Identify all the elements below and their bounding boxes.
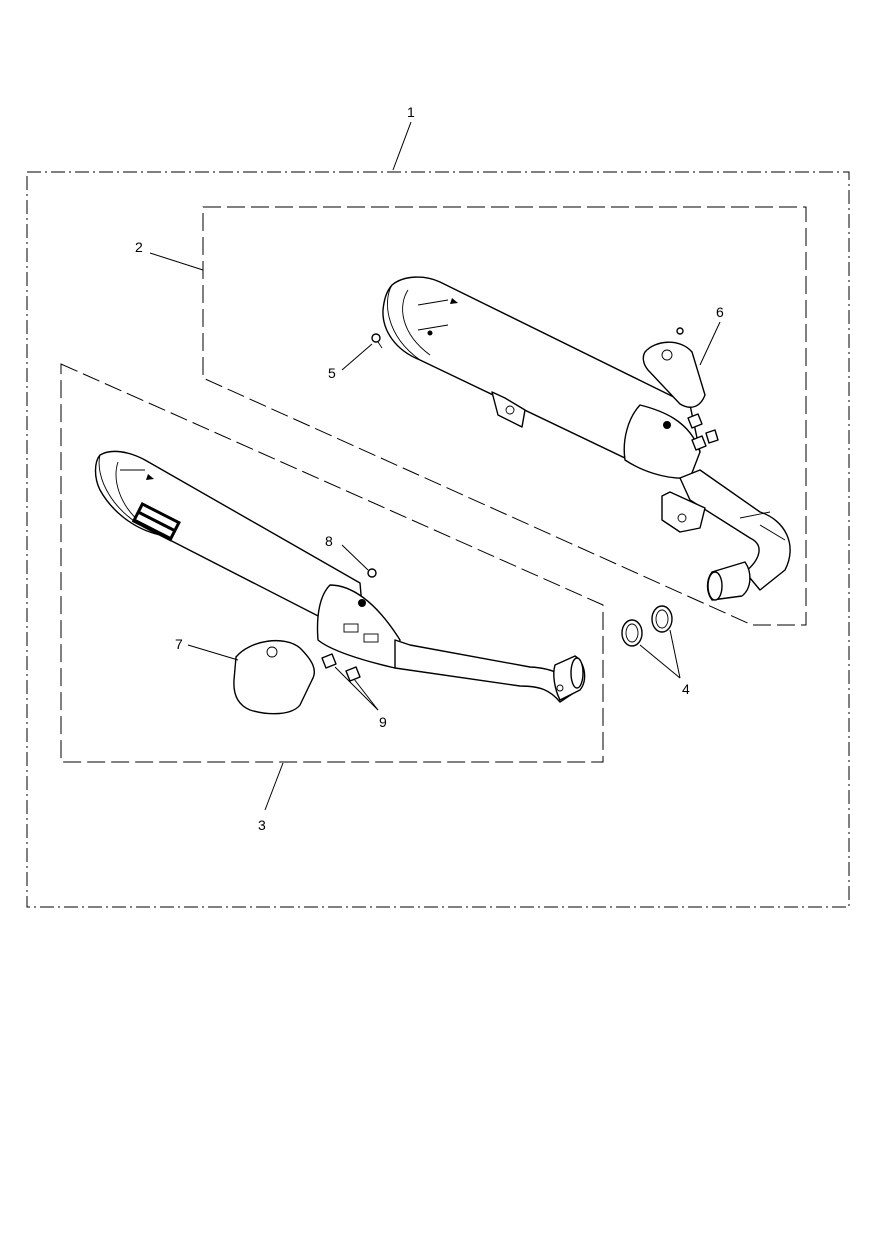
leader-lines [149,121,721,811]
screw-8 [367,568,377,578]
heat-shield-upper [642,327,719,451]
callout-4: 4 [682,681,690,697]
callout-2: 2 [135,239,143,255]
callout-3: 3 [258,817,266,833]
screw-5 [371,333,383,349]
callout-1: 1 [407,104,415,120]
callout-9: 9 [379,714,387,730]
callout-8: 8 [325,533,333,549]
spacers-9 [321,653,361,682]
heat-shield-lower [233,640,316,715]
gaskets-4 [621,605,673,647]
group-boundary-upper [202,206,807,626]
kit-boundary-outer [26,171,850,908]
callout-6: 6 [716,304,724,320]
callout-7: 7 [175,636,183,652]
callout-5: 5 [328,365,336,381]
brand-logo [131,502,181,542]
group-boundary-lower [60,363,604,763]
lower-silencer [94,450,586,703]
upper-silencer [382,276,791,601]
